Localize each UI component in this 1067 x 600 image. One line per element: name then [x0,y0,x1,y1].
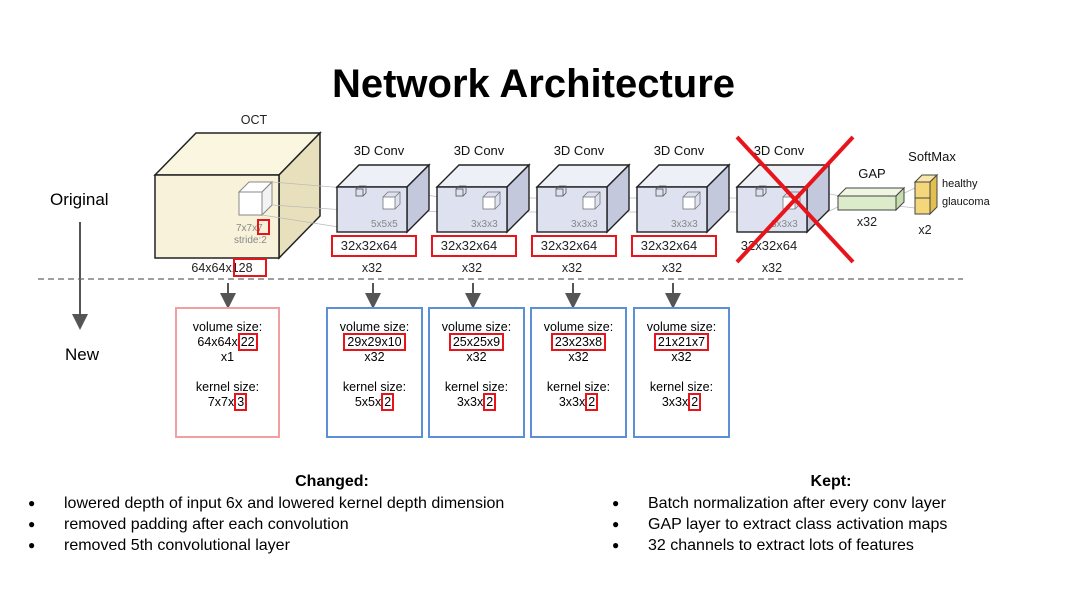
conv-channels-5: x32 [762,261,782,275]
softmax-class-glaucoma: glaucoma [942,196,991,208]
conv-label-2: 3D Conv [454,143,505,158]
row-label-new: New [65,345,100,364]
row-label-original: Original [50,190,109,209]
changed-title: Changed: [295,473,369,490]
oct-stride-label: stride:2 [234,235,267,246]
new-box-conv1: volume size: 29x29x10 x32 kernel size: 5… [326,307,423,438]
new-box-mult: x1 [220,350,235,364]
conv-kernel-4: 3x3x3 [671,219,698,230]
vol-highlight: 22 [237,333,258,351]
kernel-highlight: 2 [688,393,702,411]
softmax-label: SoftMax [908,149,956,164]
conv-size-2: 32x32x64 [441,238,497,253]
gap-channels: x32 [857,215,877,229]
changed-item: removed padding after each convolution [28,514,504,535]
conv-channels-3: x32 [562,261,582,275]
conv-label-1: 3D Conv [354,143,405,158]
conv-volume-5 [735,163,831,234]
kept-item: GAP layer to extract class activation ma… [612,514,947,535]
conv-size-4: 32x32x64 [641,238,697,253]
new-box-vol-label: volume size: [339,320,410,334]
conv-kernel-5: 3x3x3 [771,219,798,230]
kept-item: 32 channels to extract lots of features [612,535,947,556]
new-box-mult: x32 [671,350,692,364]
page-title: Network Architecture [331,62,736,106]
new-box-vol: 23x23x8 [532,333,625,351]
softmax-class-healthy: healthy [942,178,978,190]
changed-item: removed 5th convolutional layer [28,535,504,556]
oct-size-highlight [233,258,267,277]
kept-list: Batch normalization after every conv lay… [612,493,947,556]
kernel-highlight: 2 [381,393,395,411]
new-box-kernel-label: kernel size: [195,380,260,394]
conv-kernel-3: 3x3x3 [571,219,598,230]
conv-size-highlight-3 [531,235,617,257]
removed-layer-cross [735,135,855,264]
conv-kernel-2: 3x3x3 [471,219,498,230]
conv-size-3: 32x32x64 [541,238,597,253]
conv-volume-2 [435,163,531,234]
conv-channels-2: x32 [462,261,482,275]
conv-size-highlight-2 [431,235,517,257]
conv-size-1: 32x32x64 [341,238,397,253]
new-box-vol: 21x21x7 [635,333,728,351]
oct-label: OCT [241,113,268,127]
gap-label: GAP [858,166,885,181]
oct-size-label: 64x64x128 [191,261,252,275]
kernel-highlight: 2 [483,393,497,411]
new-box-vol-label: volume size: [192,320,263,334]
down-arrows [220,283,681,309]
conv-label-4: 3D Conv [654,143,705,158]
new-box-vol-label: volume size: [646,320,717,334]
new-box-kernel-label: kernel size: [444,380,509,394]
kernel-highlight: 2 [585,393,599,411]
conv-kernel-1: 5x5x5 [371,219,398,230]
kept-title: Kept: [810,473,852,490]
new-box-conv3: volume size: 23x23x8 x32 kernel size: 3x… [530,307,627,438]
conv-label-5: 3D Conv [754,143,805,158]
new-box-mult: x32 [568,350,589,364]
conv-size-highlight-4 [631,235,717,257]
kernel-highlight: 3 [234,393,248,411]
new-box-vol-label: volume size: [441,320,512,334]
conv-channels-1: x32 [362,261,382,275]
conv-volume-4 [635,163,731,234]
new-box-kernel-label: kernel size: [649,380,714,394]
oct-input-volume [153,131,322,260]
oct-kernel-highlight [257,219,270,235]
conv-channels-4: x32 [662,261,682,275]
oct-kernel-label: 7x7x7 [236,223,263,234]
new-box-vol-label: volume size: [543,320,614,334]
softmax-count: x2 [918,223,931,237]
conv-label-3: 3D Conv [554,143,605,158]
new-box-kernel-label: kernel size: [546,380,611,394]
new-box-vol: 25x25x9 [430,333,523,351]
new-box-conv2: volume size: 25x25x9 x32 kernel size: 3x… [428,307,525,438]
kept-item: Batch normalization after every conv lay… [612,493,947,514]
new-box-conv4: volume size: 21x21x7 x32 kernel size: 3x… [633,307,730,438]
conv-volume-1 [335,163,431,234]
changed-list: lowered depth of input 6x and lowered ke… [28,493,504,556]
gap-block [836,186,906,212]
new-box-vol: 29x29x10 [328,333,421,351]
conv-size-highlight-1 [331,235,417,257]
changed-item: lowered depth of input 6x and lowered ke… [28,493,504,514]
conv-volume-3 [535,163,631,234]
conv-volumes: 3D Conv 5x5x5 32x32x64 x32 3D Conv 3x3x3 32x32… [331,143,831,275]
new-box-mult: x32 [364,350,385,364]
new-box-mult: x32 [466,350,487,364]
new-box-kernel-label: kernel size: [342,380,407,394]
softmax-block [913,173,939,216]
